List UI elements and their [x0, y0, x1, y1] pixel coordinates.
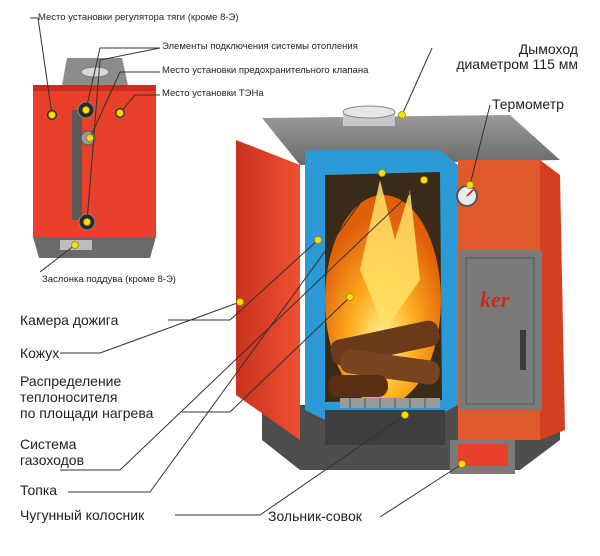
marker-firebox — [378, 169, 386, 177]
marker-safety-valve — [86, 134, 94, 142]
rear-base — [33, 237, 156, 258]
rear-pipe — [72, 110, 82, 220]
rear-view-boiler — [33, 58, 156, 258]
leader-lines — [30, 17, 491, 518]
label-distribution-line2: теплоносителя — [20, 389, 118, 405]
label-heating-element: Место установки ТЭНа — [162, 88, 264, 99]
marker-grate — [401, 411, 409, 419]
label-chimney: Дымоход диаметром 115 мм — [456, 42, 578, 72]
marker-afterburn — [314, 236, 322, 244]
markers — [48, 106, 474, 468]
marker-thermometer — [466, 181, 474, 189]
marker-draft-regulator — [48, 111, 56, 119]
label-ash-pan: Зольник-совок — [268, 508, 362, 524]
marker-flue — [420, 176, 428, 184]
label-distribution-line3: по площади нагрева — [20, 405, 154, 421]
brand-text: ker — [480, 287, 510, 312]
marker-heating-out — [82, 106, 90, 114]
ash-chamber — [325, 410, 445, 445]
label-thermometer: Термометр — [492, 96, 564, 112]
label-heating-connections: Элементы подключения системы отопления — [162, 41, 358, 52]
label-afterburn-chamber: Камера дожига — [20, 312, 119, 328]
label-casing: Кожух — [20, 345, 60, 361]
boiler-left-side — [236, 140, 300, 440]
door-handle — [520, 330, 526, 370]
label-chimney-line2: диаметром 115 мм — [456, 56, 578, 72]
log-2 — [340, 349, 440, 385]
grate — [340, 398, 440, 408]
chimney-opening — [342, 105, 396, 119]
label-firebox: Топка — [20, 482, 58, 498]
marker-blower — [71, 241, 79, 249]
front-door — [460, 250, 542, 410]
marker-heating-element — [116, 109, 124, 117]
label-flue-line2: газоходов — [20, 452, 85, 468]
label-chimney-line1: Дымоход — [518, 41, 578, 57]
marker-chimney — [398, 111, 406, 119]
label-distribution-line1: Распределение — [20, 373, 122, 389]
label-safety-valve: Место установки предохранительного клапа… — [162, 65, 369, 76]
label-distribution: Распределение теплоносителя по площади н… — [20, 373, 153, 421]
marker-distribution — [346, 293, 354, 301]
label-flue-line1: Система — [20, 436, 77, 452]
marker-heating-in — [83, 218, 91, 226]
label-draft-regulator: Место установки регулятора тяги (кроме 8… — [38, 12, 239, 23]
label-blower-damper: Заслонка поддува (кроме 8-Э) — [42, 274, 176, 285]
boiler-right-side — [540, 160, 565, 440]
main-boiler: ker — [236, 105, 565, 474]
label-flue-system: Система газоходов — [20, 436, 84, 468]
label-grate: Чугунный колосник — [20, 507, 145, 523]
marker-casing — [236, 298, 244, 306]
ash-pan — [458, 444, 508, 466]
log-3 — [328, 375, 388, 397]
marker-ash-pan — [458, 460, 466, 468]
